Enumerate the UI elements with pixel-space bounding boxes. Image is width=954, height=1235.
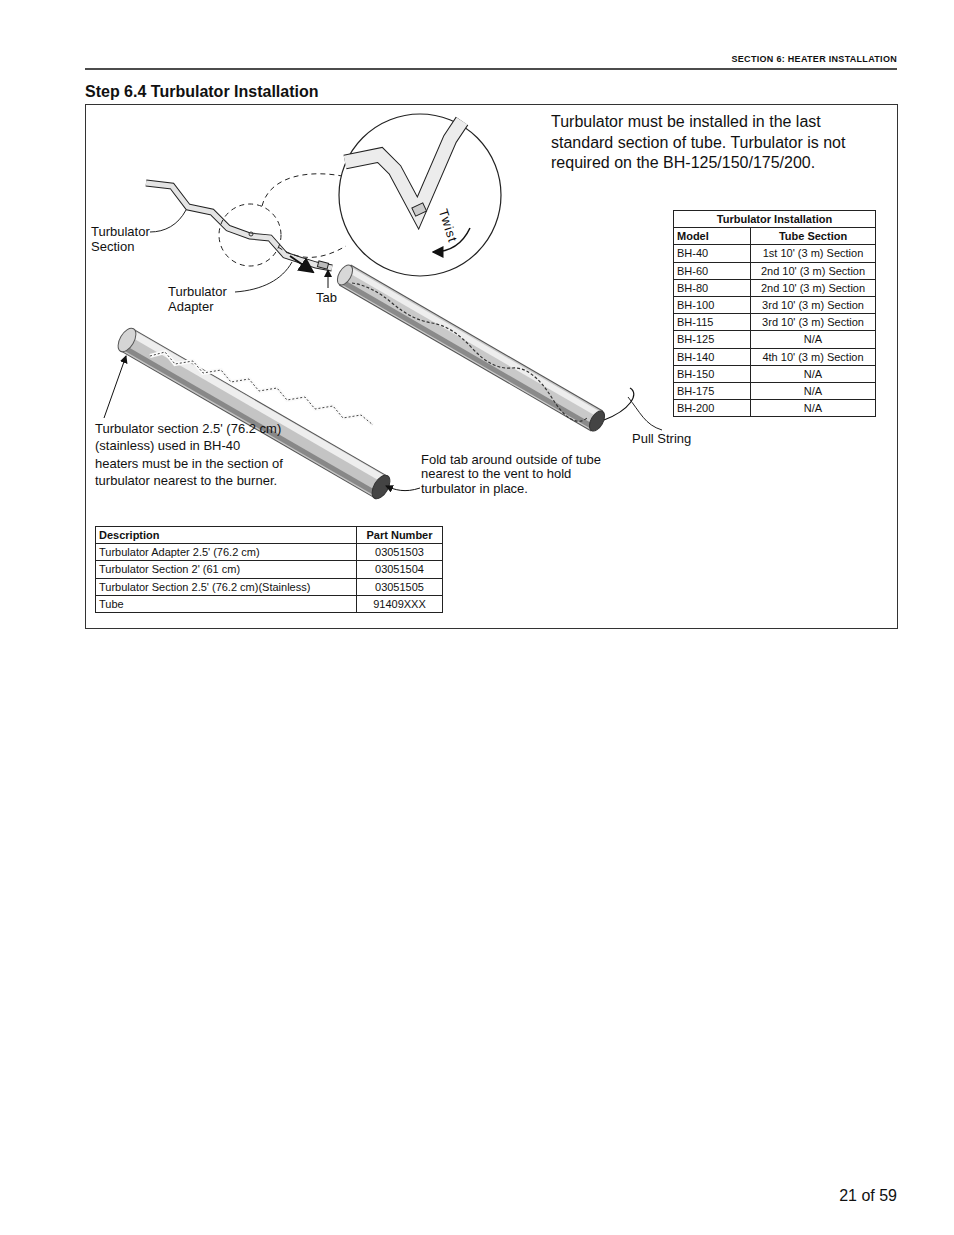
detail-link: [278, 246, 346, 257]
table-cell: N/A: [750, 330, 876, 348]
part-label: Tab: [316, 290, 337, 306]
pull-string: [604, 388, 634, 420]
leader-arrow: [104, 356, 126, 418]
detail-marker: [219, 204, 281, 266]
frame: [86, 105, 898, 629]
table-cell: BH-150: [673, 365, 751, 383]
leader-arrow: [386, 486, 420, 491]
table-cell: 4th 10' (3 m) Section: [750, 348, 876, 366]
table-cell: BH-80: [673, 279, 751, 297]
table-cell: Description: [95, 526, 357, 544]
table-cell: Turbulator Section 2.5' (76.2 cm)(Stainl…: [95, 578, 357, 596]
leader: [235, 262, 292, 292]
table-cell: 03051504: [356, 560, 443, 578]
leader: [150, 210, 186, 232]
table-cell: 3rd 10' (3 m) Section: [750, 313, 876, 331]
table-cell: BH-200: [673, 399, 751, 417]
table-cell: Tube: [95, 595, 357, 613]
table-cell: BH-60: [673, 262, 751, 280]
tab-arrow: [328, 270, 329, 288]
table-cell: 03051505: [356, 578, 443, 596]
table-cell: N/A: [750, 365, 876, 383]
leader: [628, 397, 662, 430]
tube-upper: [334, 262, 607, 433]
detail-circle: [339, 114, 501, 276]
table-cell: BH-125: [673, 330, 751, 348]
table-cell: Turbulator Adapter 2.5' (76.2 cm): [95, 543, 357, 561]
section-header: SECTION 6: HEATER INSTALLATION: [732, 54, 898, 65]
table-cell: Tube Section: [750, 227, 876, 245]
detail-link: [262, 174, 342, 206]
table-cell: 1st 10' (3 m) Section: [750, 244, 876, 262]
table-cell: BH-115: [673, 313, 751, 331]
table-cell: N/A: [750, 382, 876, 400]
page-number: 21 of 59: [839, 1186, 897, 1206]
part-label: Turbulator Section: [91, 224, 171, 254]
table-cell: 03051503: [356, 543, 443, 561]
callout-note: Fold tab around outside of tube nearest …: [421, 453, 606, 496]
part-label: Turbulator Adapter: [168, 284, 248, 314]
table-cell: BH-100: [673, 296, 751, 314]
callout-note: Turbulator section 2.5' (76.2 cm) (stain…: [95, 420, 283, 489]
table-cell: BH-140: [673, 348, 751, 366]
note: Turbulator must be installed in the last…: [551, 112, 881, 174]
table-cell: Model: [673, 227, 751, 245]
detail-strip: [345, 121, 462, 216]
table-cell: 91409XXX: [356, 595, 443, 613]
table-cell: BH-40: [673, 244, 751, 262]
table-cell: 2nd 10' (3 m) Section: [750, 279, 876, 297]
table-cell: N/A: [750, 399, 876, 417]
table-cell: BH-175: [673, 382, 751, 400]
part-label: Pull String: [632, 431, 691, 447]
header-rule: [85, 68, 897, 70]
step-title: Step 6.4 Turbulator Installation: [85, 82, 319, 102]
table-cell: Turbulator Installation: [673, 210, 876, 228]
table-cell: 2nd 10' (3 m) Section: [750, 262, 876, 280]
insert-arrow: [290, 256, 313, 272]
turbulator-strip: [146, 183, 332, 269]
table-cell: Turbulator Section 2' (61 cm): [95, 560, 357, 578]
table-cell: Part Number: [356, 526, 443, 544]
table-cell: 3rd 10' (3 m) Section: [750, 296, 876, 314]
